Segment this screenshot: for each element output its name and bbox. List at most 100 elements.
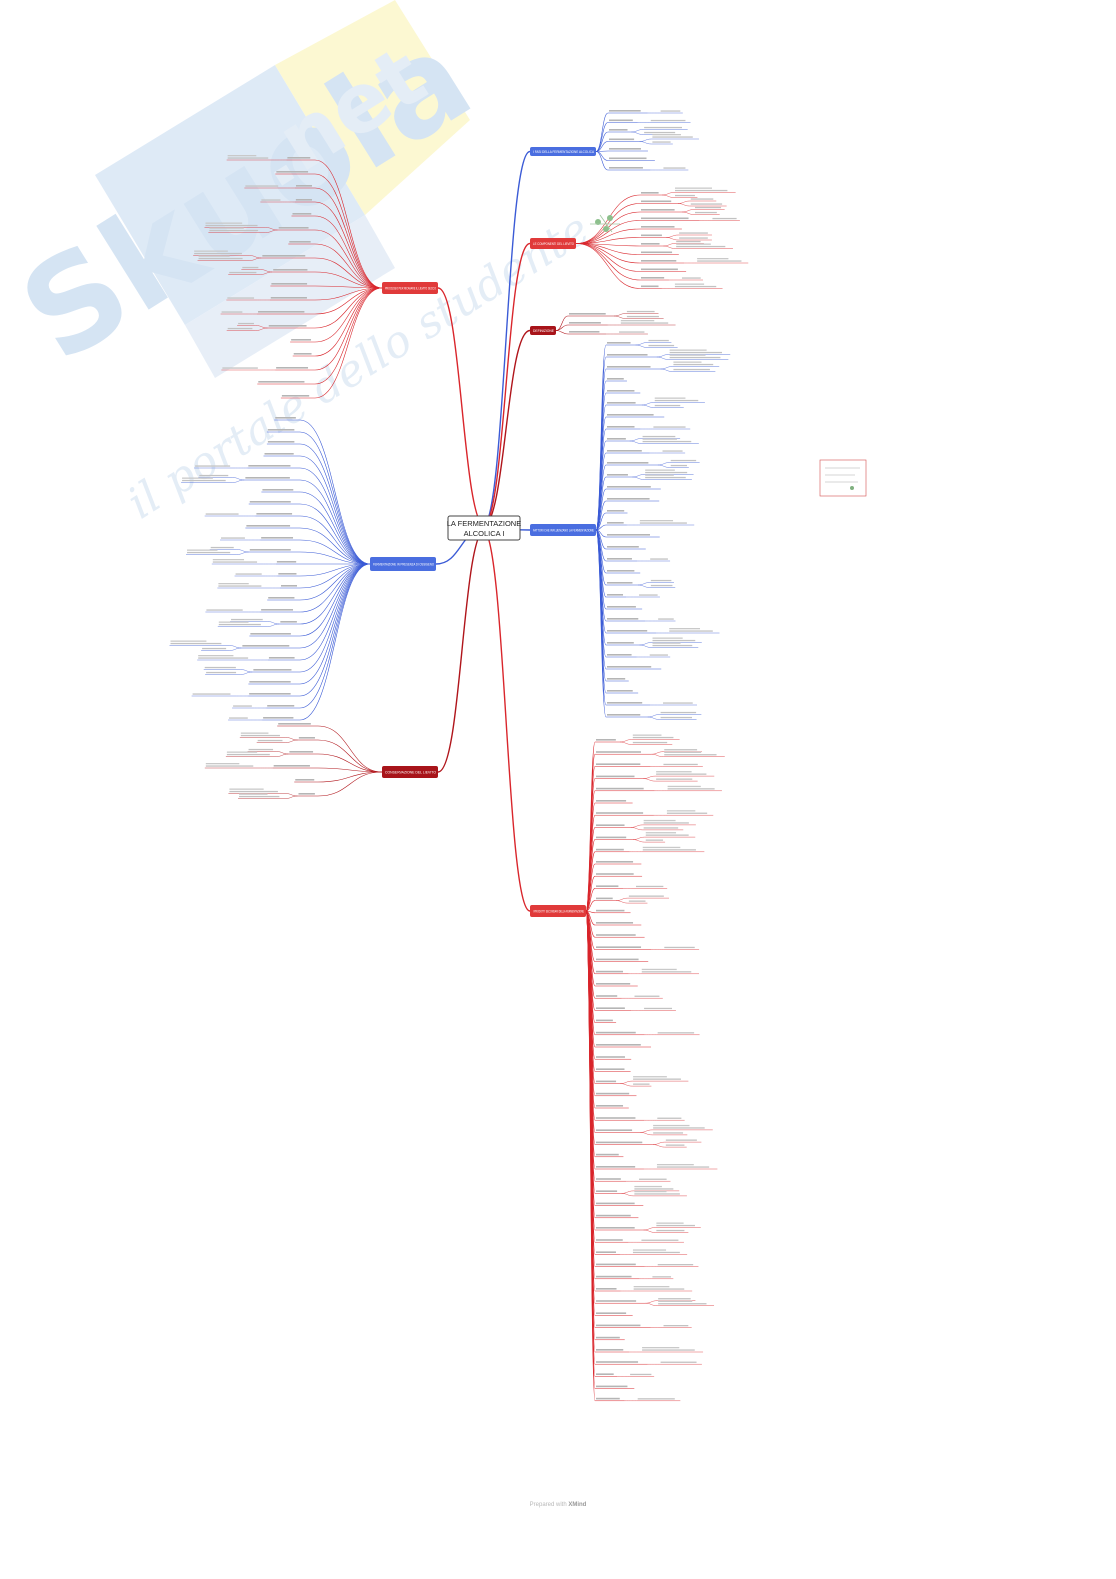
grandchild-text [675, 194, 695, 197]
child-text [275, 417, 296, 419]
child-text [596, 1056, 625, 1058]
grandchild-text [233, 705, 252, 707]
branch-edge [481, 150, 531, 529]
child-edge [317, 771, 383, 797]
grandchild-edge [643, 1227, 656, 1231]
grandchild-text [642, 849, 696, 851]
grandchild-edge [677, 203, 690, 207]
child-text [295, 185, 312, 187]
branch-node[interactable]: DEFINIZIONE [530, 326, 556, 335]
leaf-nodes-layer [169, 110, 749, 1402]
grandchild-edge [615, 900, 628, 904]
grandchild-edge [229, 645, 242, 649]
child-text [596, 1336, 620, 1339]
child-text [293, 353, 312, 355]
grandchild-edge [229, 647, 242, 651]
child-text [596, 861, 634, 863]
grandchild-text [653, 1127, 705, 1129]
footer-brand: XMind [568, 1502, 587, 1508]
child-text [607, 546, 639, 548]
child-text [270, 297, 307, 299]
grandchild-text [652, 1276, 672, 1278]
grandchild-text [645, 469, 675, 471]
child-text [245, 477, 290, 479]
branch-box [382, 282, 438, 294]
grandchild-edge [632, 836, 645, 840]
grandchild-text [227, 157, 269, 159]
grandchild-edge [619, 739, 632, 743]
grandchild-text [198, 655, 234, 657]
grandchild-text [639, 522, 687, 524]
child-text [258, 311, 305, 313]
child-text [596, 1044, 641, 1046]
grandchild-text [642, 1347, 680, 1349]
grandchild-text [667, 788, 715, 790]
grandchild-text [657, 1117, 682, 1119]
grandchild-edge [619, 741, 632, 745]
grandchild-text [633, 1288, 685, 1290]
grandchild-text [656, 1229, 685, 1232]
child-text [641, 260, 677, 262]
grandchild-text [226, 751, 258, 753]
grandchild-edge [629, 438, 642, 442]
grandchild-edge [645, 1303, 658, 1306]
grandchild-edge [236, 551, 249, 555]
grandchild-text [690, 203, 723, 205]
branch-node[interactable]: FATTORI CHE INFLUENZANO LA FERMENTAZIONE [530, 524, 596, 536]
central-node[interactable]: LA FERMENTAZIONE ALCOLICA I [447, 515, 521, 541]
grandchild-text [227, 155, 257, 157]
child-text [596, 934, 636, 936]
child-edge [299, 563, 371, 637]
child-text [596, 1080, 617, 1083]
grandchild-text [218, 583, 249, 585]
grandchild-edge [621, 1190, 634, 1194]
grandchild-edge [645, 1300, 658, 1304]
grandchild-text [666, 810, 696, 812]
grandchild-text [633, 1076, 667, 1078]
child-text [596, 1092, 630, 1095]
grandchild-text [673, 368, 710, 371]
grandchild-text [681, 277, 701, 279]
grandchild-edge [265, 229, 278, 233]
child-text [641, 251, 673, 254]
child-text [607, 510, 625, 512]
branch-node[interactable]: I FASI DELLA FERMENTAZIONE ALCOLICA [530, 147, 596, 156]
branch-node[interactable]: CONSERVAZIONE DEL LIEVITO [382, 766, 438, 778]
child-edge [299, 467, 371, 565]
grandchild-text [670, 464, 687, 467]
grandchild-text [257, 739, 283, 742]
child-text [292, 213, 312, 215]
child-edge [314, 215, 383, 289]
child-text [607, 354, 648, 356]
grandchild-text [652, 134, 681, 136]
grandchild-text [674, 283, 705, 285]
branch-label: PROCESSO PER RICAVARE IL LIEVITO SECCO [385, 287, 436, 291]
grandchild-text [652, 644, 693, 647]
grandchild-edge [639, 644, 652, 648]
grandchild-text [641, 971, 692, 973]
grandchild-edge [285, 737, 298, 741]
grandchild-edge [236, 549, 249, 553]
grandchild-edge [639, 141, 652, 145]
child-text [596, 995, 618, 997]
child-text [596, 946, 642, 948]
branch-node[interactable]: FERMENTAZIONE IN PRESENZA DI OSSIGENO [370, 557, 436, 571]
grandchild-text [645, 839, 664, 841]
grandchild-text [664, 749, 698, 751]
grandchild-text [658, 1300, 693, 1302]
child-edge [299, 563, 371, 673]
branch-node[interactable]: PROCESSO PER RICAVARE IL LIEVITO SECCO [382, 282, 438, 294]
grandchild-text [620, 322, 669, 324]
child-text [607, 474, 628, 476]
grandchild-text [634, 1185, 662, 1188]
child-text [607, 498, 650, 500]
grandchild-edge [630, 827, 643, 831]
grandchild-edge [652, 1141, 665, 1145]
child-text [596, 1007, 625, 1009]
footer: Prepared with XMind [0, 1502, 1116, 1508]
child-edge [585, 900, 596, 912]
child-edge [299, 503, 371, 565]
branch-node[interactable]: LE COMPONENTI DEL LIEVITO [530, 238, 576, 249]
branch-node[interactable]: I PRODOTTI SECONDARI DELLA FERMENTAZIONE [530, 905, 586, 917]
child-text [609, 119, 633, 122]
